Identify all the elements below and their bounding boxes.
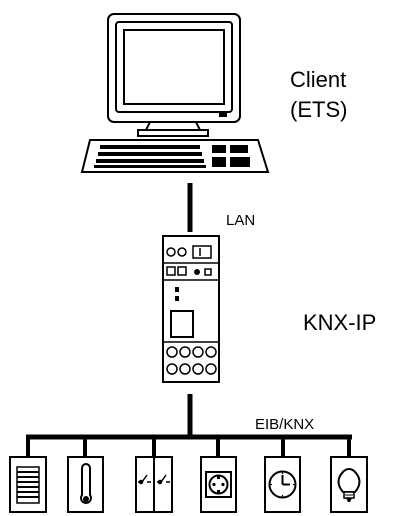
bus-drops	[26, 437, 351, 458]
lamp-icon	[330, 456, 368, 513]
knx-ip-gateway-icon	[162, 235, 220, 383]
gateway-label: KNX-IP	[303, 310, 376, 335]
switch-icon	[135, 456, 173, 513]
bus-label: EIB/KNX	[255, 416, 314, 433]
socket-icon	[200, 456, 237, 513]
client-label: Client	[290, 67, 346, 92]
blinds-icon	[9, 456, 47, 513]
clock-icon	[264, 456, 301, 513]
client-subtitle-label: (ETS)	[290, 97, 347, 122]
computer-icon	[80, 13, 270, 173]
thermometer-icon	[67, 456, 104, 513]
lan-label: LAN	[226, 212, 255, 229]
